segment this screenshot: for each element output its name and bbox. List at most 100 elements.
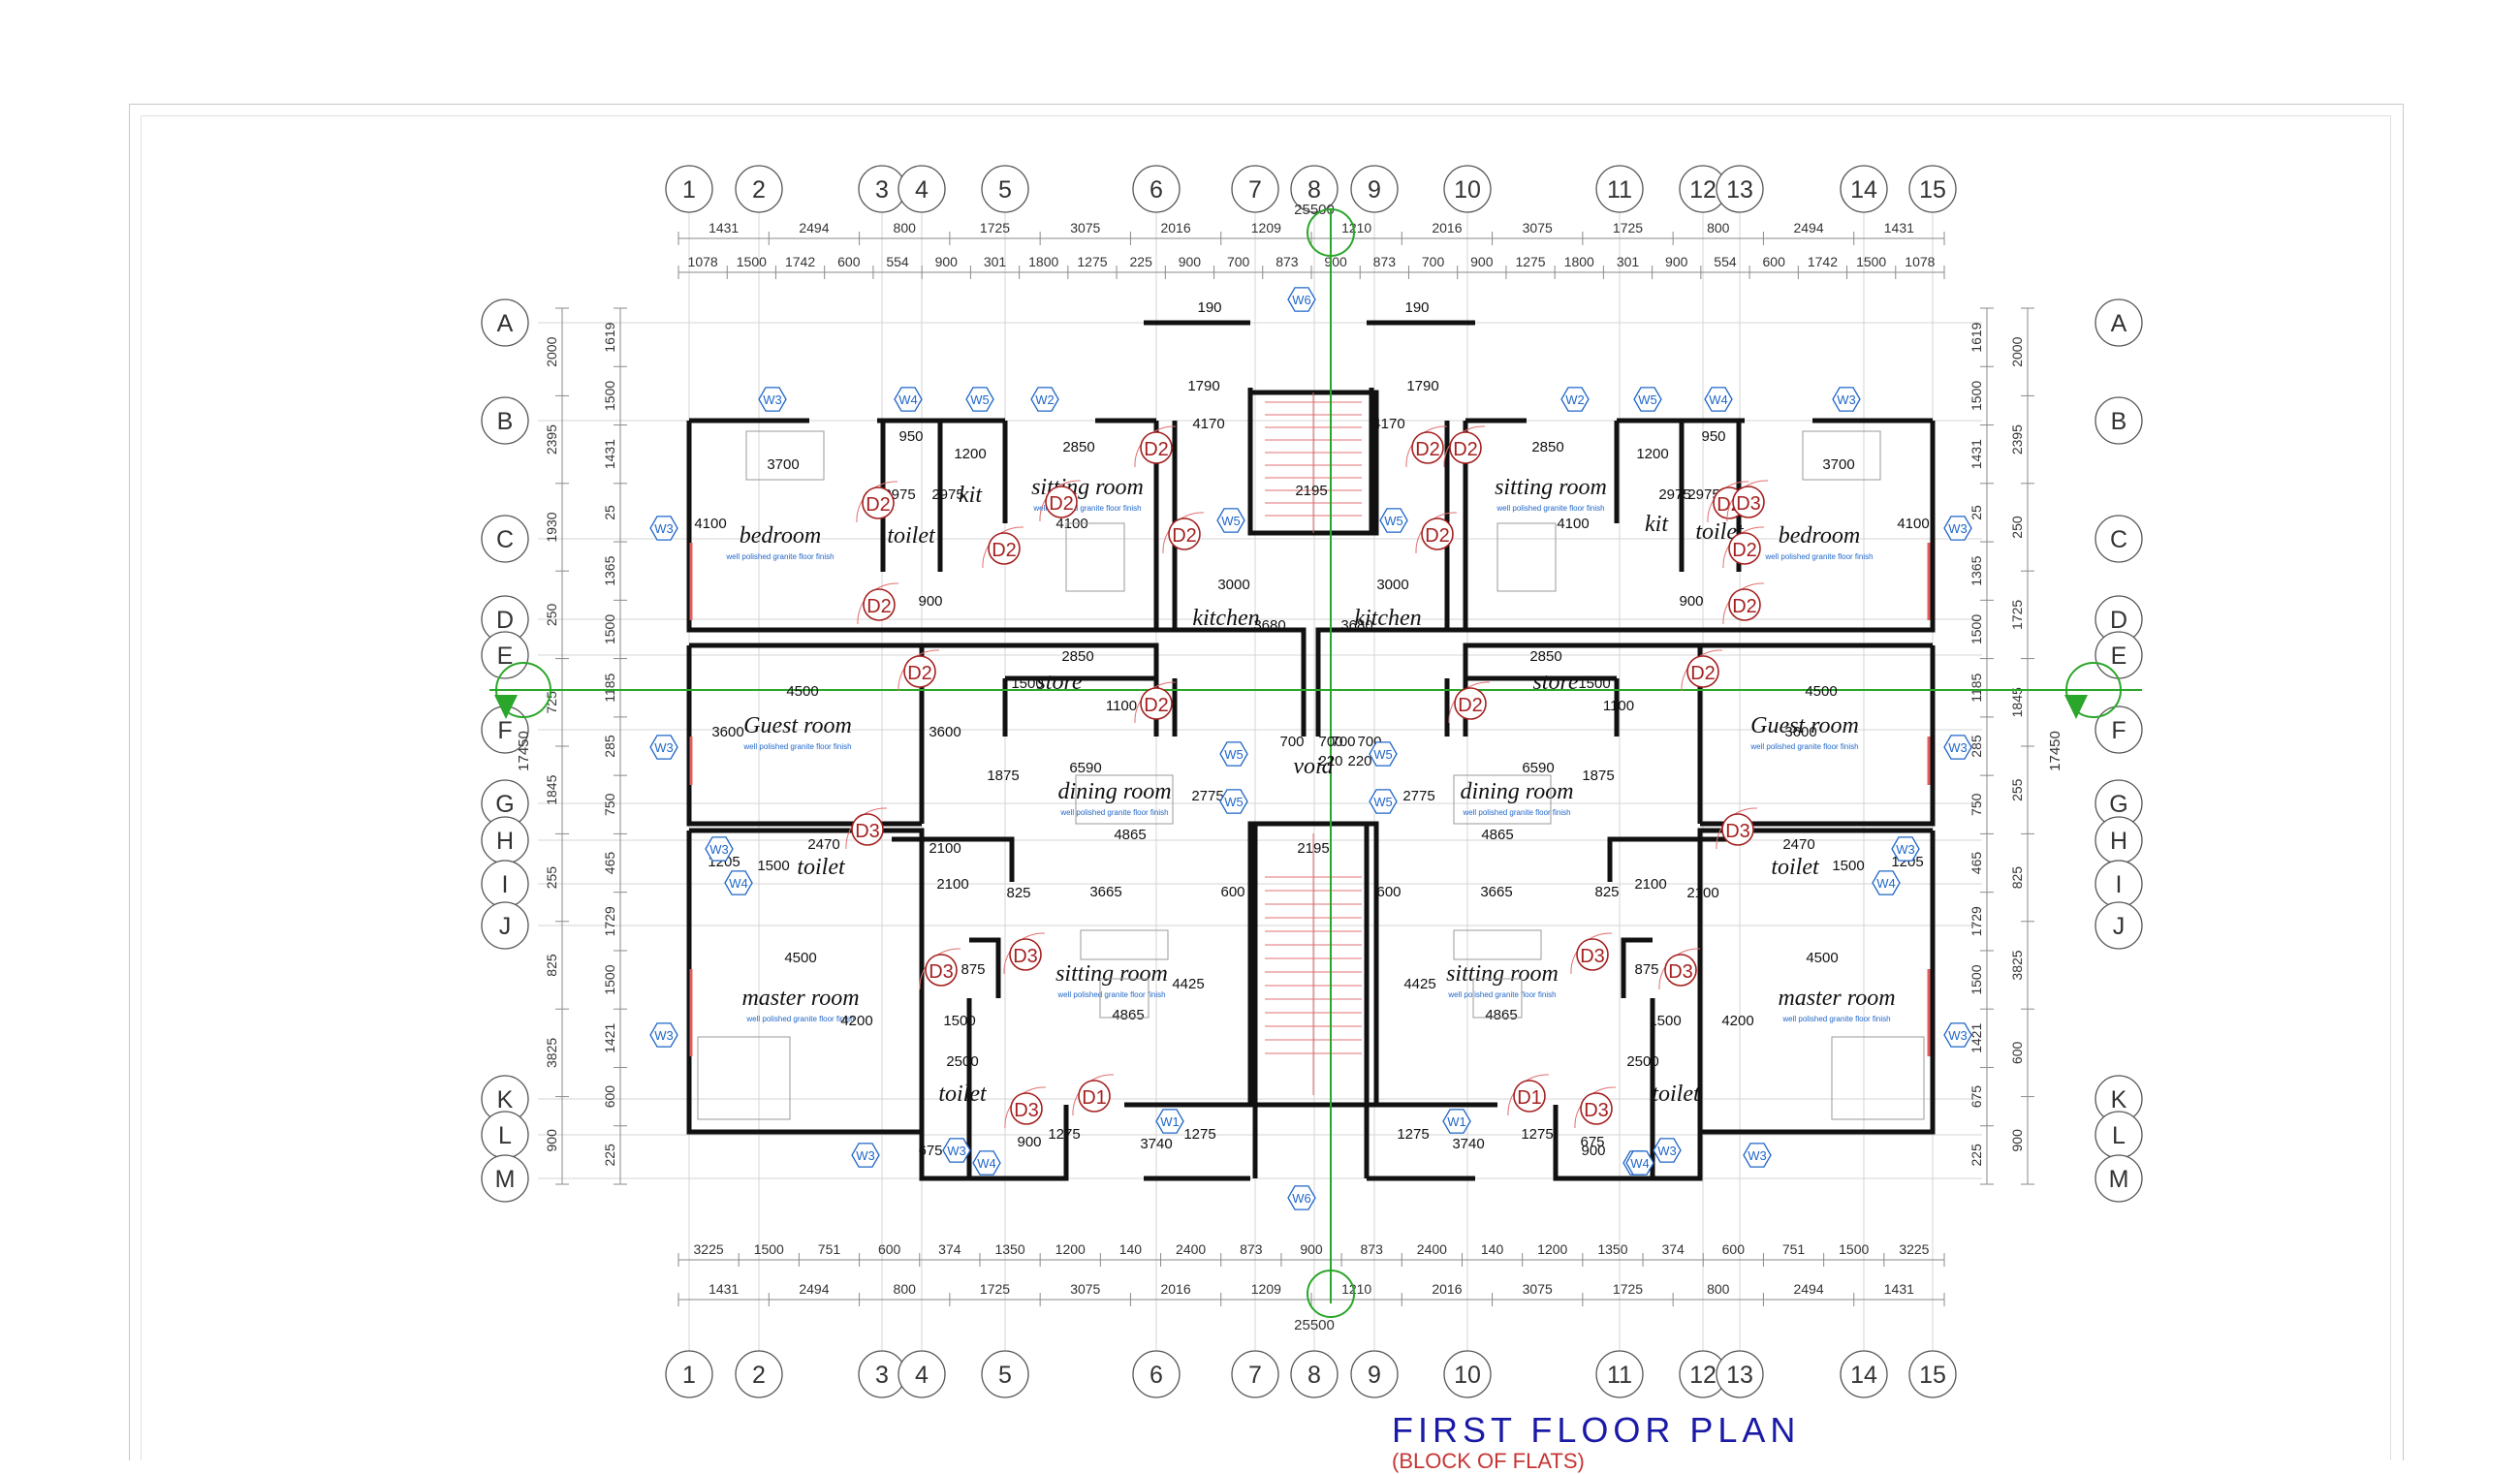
window-tag [942,1138,971,1163]
window-tag-label: W4 [977,1156,996,1171]
door-tag [1576,938,1609,971]
door-tag [925,954,958,987]
room-dimension: 3680 [1253,617,1285,634]
grid-bubble-row [2095,515,2143,563]
window-tag [1155,1109,1184,1134]
room-label: kit [1645,512,1669,537]
room-dimension: 3600 [1784,724,1816,740]
room-dimension: 2500 [946,1053,978,1070]
window-tag [1379,508,1408,533]
window-tag [1743,1143,1772,1168]
room-dimension: 4200 [1721,1013,1753,1029]
bottom-dim-row1-label: 1200 [1055,1241,1086,1257]
grid-label-row: G [2109,791,2127,818]
top-dim-row1-label: 1210 [1341,220,1371,235]
top-dim-row2-label: 301 [1617,254,1640,269]
room-dimension: 4425 [1172,976,1204,992]
window-tag [1704,387,1733,412]
room-dimension: 700 [1318,734,1342,750]
window-tag [894,387,923,412]
window-tag [1560,387,1590,412]
bottom-dim-row1-label: 140 [1119,1241,1143,1257]
grid-label-column: 15 [1919,1362,1946,1389]
window-tag [1891,836,1920,862]
right-dim-inner-label: 1619 [1969,322,1984,352]
window-tag-label: W3 [1948,521,1968,536]
room-dimension: 1790 [1187,378,1219,394]
window-tag-label: W3 [1948,740,1968,755]
furniture-outline [1075,774,1174,825]
bottom-dim-row2-label: 1210 [1341,1281,1371,1297]
grid-label-row: D [2110,607,2127,634]
grid-label-row: D [496,607,514,634]
grid-bubble-row [481,298,529,347]
left-dim-inner-label: 600 [602,1085,617,1109]
grid-label-row: E [2111,643,2127,670]
left-dim-inner-label: 465 [602,852,617,875]
grid-bubble-column [898,165,946,213]
room-dimension: 2850 [1531,439,1563,455]
bottom-dim-row1-label: 600 [1722,1241,1746,1257]
grid-label-column: 12 [1689,176,1717,204]
door-tag-label: D2 [866,596,892,617]
wall-bedroom-block [686,421,1159,633]
room-label: sitting room [1055,961,1168,987]
grid-bubble-row [481,901,529,950]
bottom-dim-row1-label: 1500 [1839,1241,1869,1257]
window-tag-label: W3 [1657,1144,1677,1158]
wall-stair-bottom [1247,821,1379,1108]
bottom-dim-row2-label: 1725 [980,1281,1010,1297]
top-dim-row2-label: 900 [1665,254,1688,269]
window-tag-label: W4 [1709,392,1728,407]
grid-bubble-row [2095,706,2143,754]
grid-bubble-column [1231,1350,1279,1398]
wall [1700,645,1936,827]
bottom-dim-row1-label: 1500 [754,1241,784,1257]
wall-stair [1318,388,1374,536]
room-label: toilet [1771,855,1820,880]
left-dim-outer-label: 2395 [544,424,559,455]
section-arrow [2064,695,2088,719]
room-dimension: 3000 [1217,577,1249,593]
room-dimension: 600 [1376,884,1401,900]
furniture-outline [1099,978,1150,1019]
window-tag [1832,387,1861,412]
bottom-dim-row1-label: 3225 [1899,1241,1929,1257]
left-dim-inner-label: 1421 [602,1023,617,1053]
room-label: sitting room [1446,961,1559,987]
plan-title: FIRST FLOOR PLAN [1392,1410,1801,1450]
grid-bubble-column [1132,165,1181,213]
left-dim-outer-label: 3825 [544,1038,559,1068]
room-dimension: 2470 [807,836,839,853]
bottom-dim-row2-label: 800 [894,1281,917,1297]
room-dimension: 3665 [1480,884,1512,900]
door-tag-label: D2 [1415,439,1440,460]
overall-depth-right: 17450 [2047,731,2063,771]
window-tag-label: W5 [970,392,990,407]
room-dimension: 1200 [954,446,986,462]
door-tag [1010,1092,1043,1125]
room-dimension: 3600 [929,724,961,740]
room-dimension: 2850 [1062,439,1094,455]
top-dim-row1-label: 1431 [1884,220,1914,235]
left-dim-outer-label: 255 [544,866,559,890]
door-tag-label: D2 [1453,439,1478,460]
grid-label-column: 5 [998,176,1012,204]
top-dim-row1-label: 2016 [1160,220,1190,235]
sheet-border-inner [141,115,2391,1460]
room-dimension: 1100 [1106,698,1137,714]
grid-label-column: 11 [1607,176,1632,204]
window-tag [705,836,734,862]
room-dimension: 2195 [1295,483,1327,499]
window-tag-label: W2 [1035,392,1055,407]
room-floor-note: well polished granite floor finish [745,1015,854,1023]
plan-subtitle: (BLOCK OF FLATS) [1392,1449,1585,1473]
furniture-outline [1802,430,1881,481]
window-tag-label: W3 [654,521,674,536]
grid-label-row: E [497,643,514,670]
door-tag-label: D2 [1144,439,1169,460]
grid-bubble-column [665,1350,713,1398]
bottom-dim-row1-label: 873 [1361,1241,1384,1257]
grid-label-column: 10 [1454,1362,1481,1389]
top-dim-row1-label: 1209 [1251,220,1281,235]
